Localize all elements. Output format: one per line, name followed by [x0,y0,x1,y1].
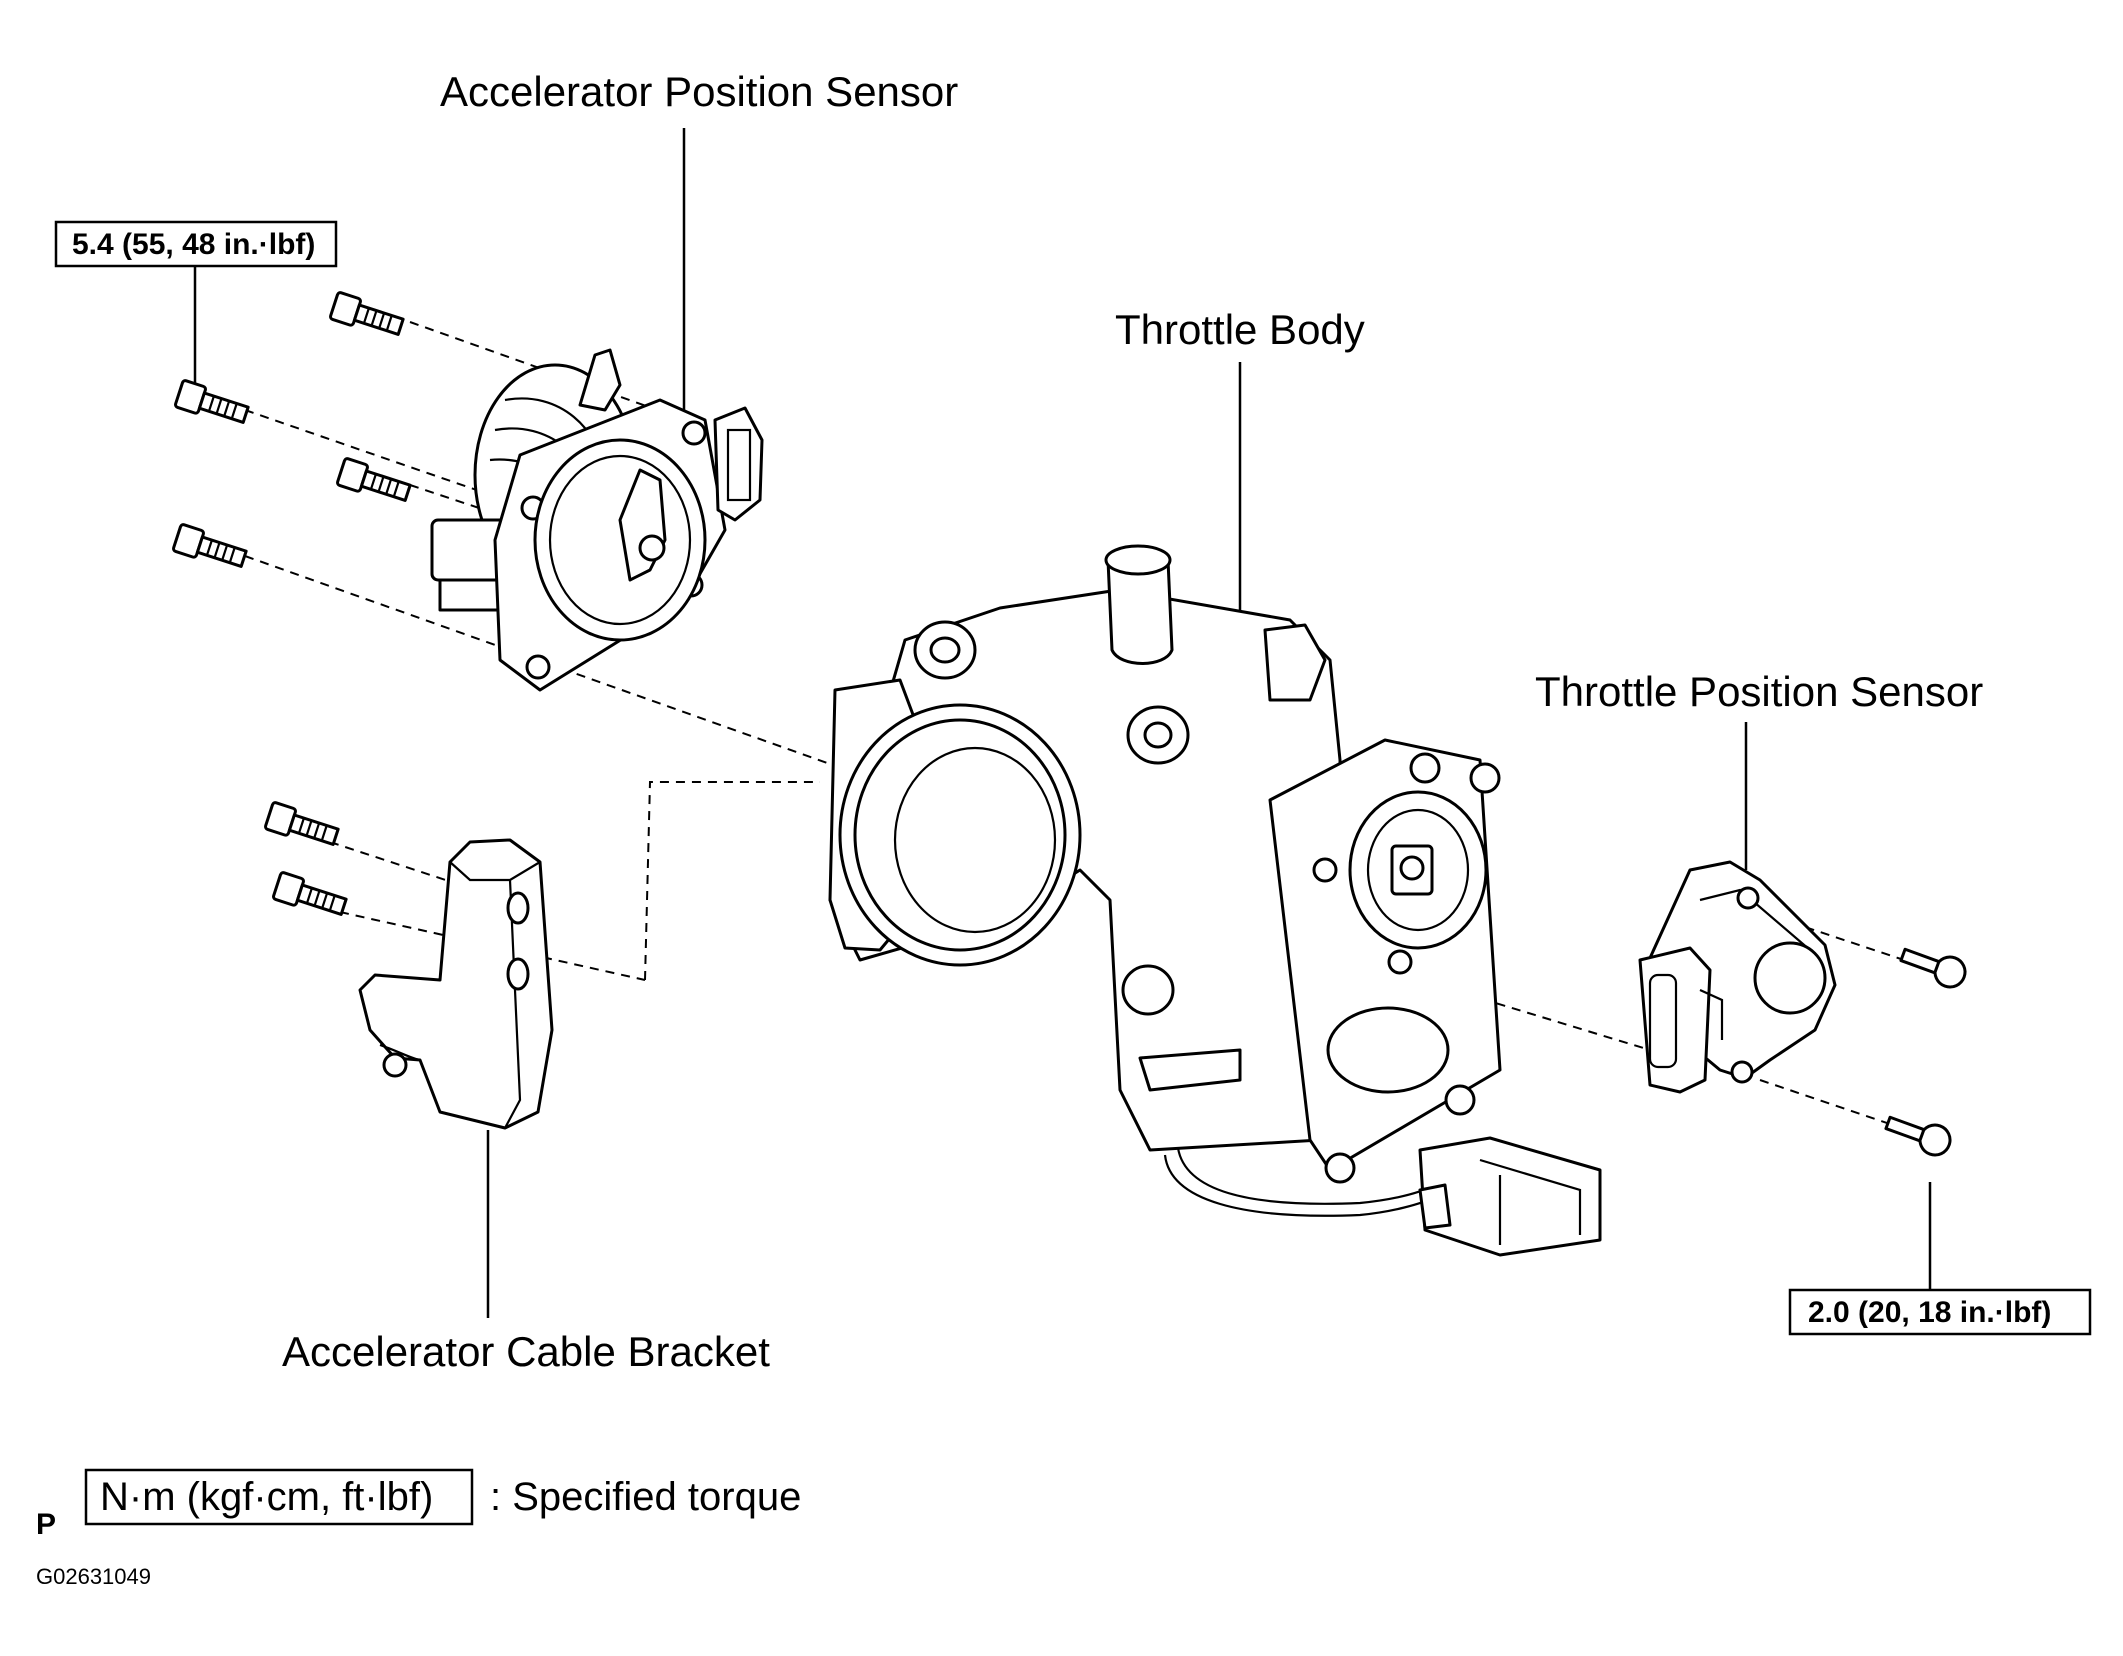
throttle-position-sensor-label: Throttle Position Sensor [1535,668,1983,715]
aps-bolt-1 [329,291,405,336]
tps-torque-box [1788,1288,2092,1336]
accelerator-position-sensor [430,348,764,692]
aps-torque-box [54,220,338,268]
figure-letter: P [36,1508,56,1541]
tps-screw-2 [1884,1115,1952,1157]
bracket-bolt-1 [264,801,340,846]
torque-legend-units: N·m (kgf·cm, ft·lbf) [100,1475,433,1519]
aps-torque-value: 5.4 (55, 48 in.·lbf) [72,228,315,261]
tps-screw-1 [1899,947,1967,989]
aps-bolt-3 [336,457,412,502]
accelerator-cable-bracket [358,838,554,1130]
accelerator-position-sensor-label: Accelerator Position Sensor [440,68,958,115]
torque-legend-description: : Specified torque [490,1475,801,1519]
tps-torque-value: 2.0 (20, 18 in.·lbf) [1808,1296,2051,1329]
aps-bolt-2 [174,379,250,424]
aps-bolt-4 [172,523,248,568]
figure-code: G02631049 [36,1564,151,1589]
throttle-position-sensor [1638,860,1837,1094]
bracket-bolt-2 [272,871,348,916]
throttle-body [828,544,1602,1257]
throttle-body-label: Throttle Body [1115,306,1365,353]
accelerator-cable-bracket-label: Accelerator Cable Bracket [282,1328,770,1375]
torque-legend-box [84,1468,474,1526]
